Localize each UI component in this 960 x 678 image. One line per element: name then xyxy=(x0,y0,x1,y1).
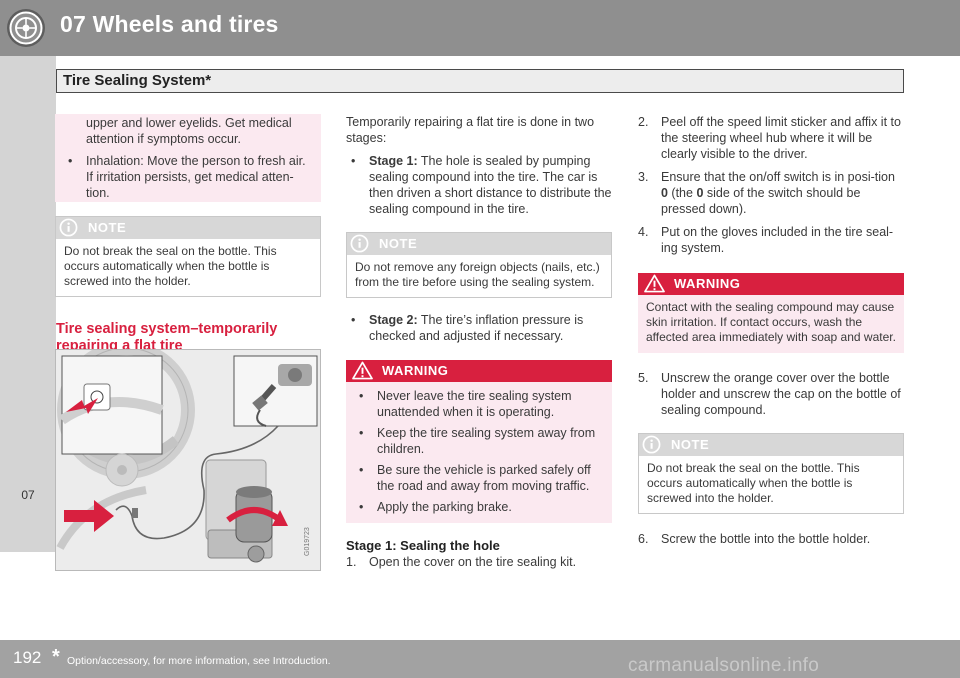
wheel-icon xyxy=(7,9,45,47)
note-box: NOTE Do not break the seal on the bottle… xyxy=(55,216,321,297)
step-text: Screw the bottle into the bottle holder. xyxy=(661,532,871,546)
note-label: NOTE xyxy=(88,220,127,235)
stage1-bullet: Stage 1: The hole is sealed by pumping s… xyxy=(346,153,612,217)
column-3: 2. Peel off the speed limit sticker and a… xyxy=(638,114,904,547)
page-number: 192 xyxy=(13,648,42,667)
warning-item: Be sure the vehicle is parked safely off… xyxy=(354,462,604,494)
note-header-2: NOTE xyxy=(347,233,611,255)
step-number: 4. xyxy=(638,225,649,239)
sidebar-spacer xyxy=(0,552,56,640)
figure-code: G019723 xyxy=(304,527,311,556)
step-1: 1. Open the cover on the tire sealing kit… xyxy=(346,554,612,570)
step-text: Unscrew the orange cover over the bottle… xyxy=(661,371,901,417)
column-2: Temporarily repairing a flat tire is don… xyxy=(346,114,612,570)
footnote-star: * xyxy=(52,646,60,668)
page-footer xyxy=(0,640,960,678)
step-number: 6. xyxy=(638,532,649,546)
warning-text: Contact with the sealing compound may ca… xyxy=(646,300,896,344)
warning-label: WARNING xyxy=(382,363,449,378)
warning-item: Apply the parking brake. xyxy=(354,499,604,515)
chapter-tab xyxy=(0,56,56,552)
illustration-drawing: G019723 xyxy=(56,341,320,570)
stage2-text: The tire’s inflation pressure is checked… xyxy=(369,313,584,343)
warning-box-2: WARNING Contact with the sealing compoun… xyxy=(638,273,904,353)
step-text: Peel off the speed limit sticker and aff… xyxy=(661,115,901,161)
step-2: 2. Peel off the speed limit sticker and a… xyxy=(638,114,904,162)
inhalation-bullet: Inhalation: Move the person to fresh air… xyxy=(63,153,313,201)
stage1-text: The hole is sealed by pumping sealing co… xyxy=(369,154,612,216)
warning-triangle-icon xyxy=(644,274,665,293)
warning-item: Keep the tire sealing system away from c… xyxy=(354,425,604,457)
note-box-3: NOTE Do not break the seal on the bottle… xyxy=(638,433,904,514)
step-number: 5. xyxy=(638,371,649,385)
warning-continued-box: upper and lower eyelids. Get medical att… xyxy=(55,114,321,202)
watermark: carmanualsonline.info xyxy=(628,655,820,676)
warning-header: WARNING xyxy=(346,360,612,382)
stage2-label: Stage 2: xyxy=(369,313,418,327)
info-icon xyxy=(642,435,661,454)
chapter-header: 07 Wheels and tires xyxy=(0,0,960,56)
step-text: Put on the gloves included in the tire s… xyxy=(661,225,894,255)
warning-triangle-icon xyxy=(352,361,373,380)
step-4: 4. Put on the gloves included in the tire… xyxy=(638,224,904,256)
step-number: 1. xyxy=(346,555,357,569)
note-label: NOTE xyxy=(671,437,710,452)
chapter-tab-number: 07 xyxy=(21,488,35,502)
continued-text: upper and lower eyelids. Get medical att… xyxy=(86,116,292,146)
section-title-bar xyxy=(56,69,904,93)
step-text: Ensure that the on/off switch is in posi… xyxy=(661,170,895,184)
note-label: NOTE xyxy=(379,236,418,251)
note-box-2: NOTE Do not remove any foreign objects (… xyxy=(346,232,612,298)
note-header: NOTE xyxy=(56,217,320,239)
step-number: 2. xyxy=(638,115,649,129)
warning-item: Never leave the tire sealing system unat… xyxy=(354,388,604,420)
note-text: Do not remove any foreign objects (nails… xyxy=(355,260,600,289)
note-text: Do not break the seal on the bottle. Thi… xyxy=(647,461,860,505)
info-icon xyxy=(350,234,369,253)
section-title: Tire Sealing System* xyxy=(63,72,212,89)
step-text: side of the switch should be pressed dow… xyxy=(661,186,861,216)
warning-label: WARNING xyxy=(674,276,741,291)
step-text: Open the cover on the tire sealing kit. xyxy=(369,555,577,569)
step-number: 3. xyxy=(638,170,649,184)
footnote-text: Option/accessory, for more information, … xyxy=(67,655,331,667)
warning-box: WARNING Never leave the tire sealing sys… xyxy=(346,360,612,523)
column-1: upper and lower eyelids. Get medical att… xyxy=(55,114,321,355)
stage1-heading: Stage 1: Sealing the hole xyxy=(346,538,500,553)
note-text: Do not break the seal on the bottle. Thi… xyxy=(64,244,277,288)
tire-sealing-illustration: G019723 xyxy=(55,341,321,571)
stage2-bullet: Stage 2: The tire’s inflation pressure i… xyxy=(346,312,612,344)
stage1-label: Stage 1: xyxy=(369,154,418,168)
step-3: 3. Ensure that the on/off switch is in po… xyxy=(638,169,904,217)
warning-header-2: WARNING xyxy=(638,273,904,295)
note-header-3: NOTE xyxy=(639,434,903,456)
info-icon xyxy=(59,218,78,237)
step-5: 5. Unscrew the orange cover over the bott… xyxy=(638,370,904,418)
chapter-title: 07 Wheels and tires xyxy=(60,11,279,37)
step-6: 6. Screw the bottle into the bottle holde… xyxy=(638,531,904,547)
intro-text: Temporarily repairing a flat tire is don… xyxy=(346,115,595,145)
step-text: (the xyxy=(667,186,697,200)
switch-position: 0 xyxy=(696,186,704,200)
switch-position: 0 xyxy=(661,186,668,200)
